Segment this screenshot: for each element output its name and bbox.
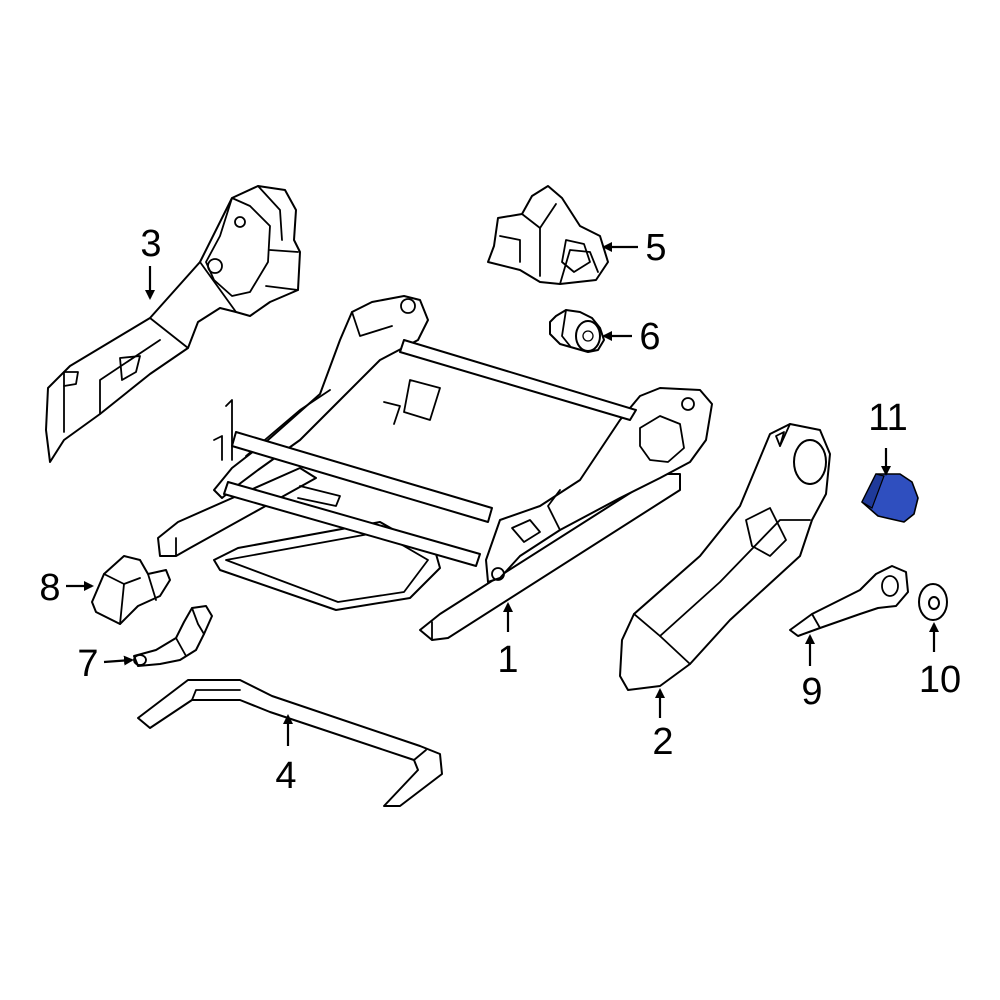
part-6-bushing[interactable]: [549, 309, 605, 353]
callout-label-5: 5: [645, 227, 666, 269]
callout-label-9: 9: [801, 671, 822, 713]
part-4-wire-frame[interactable]: [137, 679, 443, 807]
callout-label-6: 6: [639, 316, 660, 358]
callout-label-10: 10: [919, 659, 961, 701]
callout-label-7: 7: [77, 643, 98, 685]
part-1-seat-frame[interactable]: [157, 295, 713, 641]
callout-label-8: 8: [39, 567, 60, 609]
callout-label-4: 4: [275, 755, 296, 797]
part-7-strap[interactable]: [133, 605, 213, 667]
callout-arrows: [66, 242, 939, 746]
callout-label-3: 3: [140, 223, 161, 265]
part-11-end-cap[interactable]: [861, 473, 919, 523]
callout-label-1: 1: [497, 639, 518, 681]
callout-label-2: 2: [652, 721, 673, 763]
part-8-clip[interactable]: [91, 555, 171, 625]
part-3-side-shield[interactable]: [45, 185, 301, 463]
callout-label-11: 11: [868, 397, 907, 439]
part-5-bracket[interactable]: [487, 185, 609, 285]
part-9-lever[interactable]: [789, 565, 909, 637]
part-2-side-shield[interactable]: [619, 423, 831, 691]
part-10-washer[interactable]: [918, 583, 948, 621]
